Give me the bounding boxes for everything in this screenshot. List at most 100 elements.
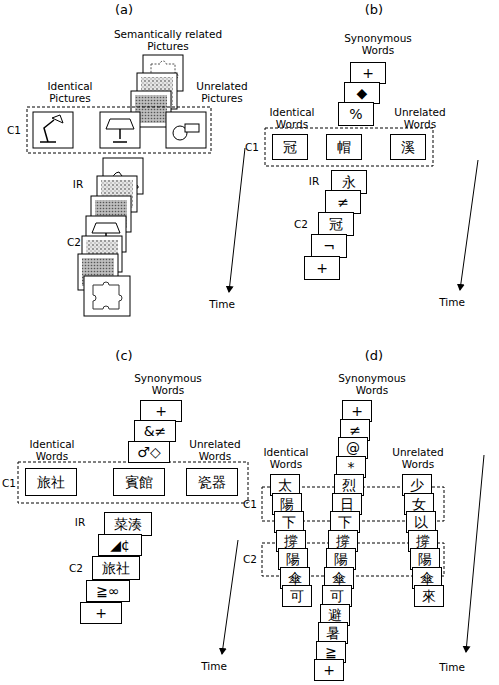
figure-label: Synonymous Words [343, 32, 413, 56]
stimulus-text: 可 [290, 588, 304, 604]
stimulus-text: 下 [338, 514, 352, 530]
condition-frame [265, 128, 433, 166]
stimulus-text: 傘 [288, 570, 302, 586]
time-arrow [229, 148, 245, 292]
picture-card [166, 112, 206, 148]
stimulus-text: + [316, 260, 328, 276]
stimulus-card: + [80, 602, 122, 624]
figure-label: IR [68, 178, 88, 190]
desk-lamp-drawing [52, 115, 63, 123]
figure-label: Unrelated Words [185, 438, 245, 462]
figure-label: IR [70, 516, 90, 528]
figure-label: Unrelated Pictures [192, 80, 252, 104]
table-lamp-drawing [106, 119, 134, 129]
stimulus-text: 賓館 [125, 474, 153, 490]
figure-label: Unrelated Words [390, 106, 450, 130]
condition-frame [27, 107, 211, 153]
picture-card [84, 276, 130, 316]
stimulus-text: 撐 [284, 533, 298, 549]
figure-label: Identical Words [256, 446, 316, 470]
figure-label: Time [432, 296, 472, 308]
stimulus-text: 來 [422, 588, 436, 604]
stimulus-text: 日 [340, 496, 354, 512]
stimulus-text: @ [346, 440, 360, 456]
stimulus-card: 可 [282, 585, 312, 607]
stimulus-card: 溪 [390, 134, 426, 160]
stimulus-text: 菜湊 [114, 516, 142, 532]
stimulus-text: 烈 [342, 477, 356, 493]
stimulus-text: + [95, 605, 107, 621]
stimulus-card: 菜湊 [104, 512, 152, 536]
stimulus-text: * [348, 459, 355, 475]
stimulus-text: 帽 [337, 139, 351, 155]
stimulus-card: ◢¢ [98, 534, 142, 556]
stimulus-card: &≠ [134, 420, 176, 442]
stimulus-card: 旅社 [25, 468, 77, 496]
figure-label: IR [304, 175, 324, 187]
stimulus-text: + [351, 403, 363, 419]
stimulus-text: + [155, 403, 167, 419]
figure-label: C2 [64, 236, 84, 248]
stimulus-text: 可 [330, 588, 344, 604]
picture-card [100, 112, 140, 148]
figure-label: (c) [109, 348, 139, 363]
stimulus-text: 女 [412, 496, 426, 512]
figure-label: (a) [109, 2, 139, 17]
stimulus-text: ◢¢ [110, 537, 130, 553]
stimulus-card: ≠ [325, 190, 361, 214]
stimulus-card: 來 [414, 585, 444, 607]
puzzle-drawing [93, 282, 122, 309]
figure-label: C1 [4, 124, 24, 136]
stimulus-card: + [350, 62, 386, 84]
stimulus-card: + [304, 256, 340, 280]
figure-label: Synonymous Words [133, 372, 203, 396]
stimulus-text: 陽 [334, 551, 348, 567]
stimulus-text: ≠ [349, 422, 361, 438]
stimulus-text: 撐 [416, 533, 430, 549]
figure-label: C2 [240, 553, 260, 565]
stimulus-text: 陽 [418, 551, 432, 567]
stimulus-text: ¬ [323, 238, 335, 254]
stimulus-text: 冠 [329, 216, 343, 232]
stimulus-text: &≠ [144, 423, 167, 439]
stimulus-text: 冠 [283, 139, 297, 155]
stimulus-text: 旅社 [102, 560, 130, 576]
stimulus-text: + [323, 662, 335, 678]
stimulus-text: 傘 [420, 570, 434, 586]
stimulus-text: ≧∞ [96, 583, 119, 599]
stimulus-text: ≧ [325, 644, 337, 660]
figure-label: Time [432, 661, 472, 673]
stimulus-card: 冠 [272, 134, 308, 160]
stimulus-card: + [314, 659, 344, 681]
stimulus-card: ¬ [311, 234, 347, 258]
stimulus-text: + [362, 65, 374, 81]
stimulus-text: 避 [328, 607, 342, 623]
stimulus-card: 賓館 [113, 468, 165, 496]
desk-lamp-drawing [40, 120, 56, 142]
stimulus-text: ≠ [337, 194, 349, 210]
stimulus-text: 少 [410, 477, 424, 493]
figure-label: Synonymous Words [337, 372, 407, 396]
stimulus-text: 永 [342, 174, 356, 190]
stimulus-card: 冠 [318, 212, 354, 236]
condition-frame [18, 462, 248, 503]
stimulus-text: ♂◇ [137, 444, 160, 460]
stimulus-text: 旅社 [37, 474, 65, 490]
stimulus-text: 暑 [326, 625, 340, 641]
stimulus-text: 溪 [401, 139, 415, 155]
time-arrow [466, 455, 484, 652]
whistle-drawing [185, 124, 199, 132]
figure-label: Semantically related Pictures [113, 28, 223, 52]
figure-label: C1 [0, 477, 19, 489]
stimulus-card: % [338, 102, 374, 126]
time-arrow [222, 540, 238, 654]
stimulus-card: 瓷器 [186, 468, 238, 496]
stimulus-text: 傘 [332, 570, 346, 586]
stimulus-card: + [140, 400, 182, 422]
table-lamp-drawing [92, 223, 120, 233]
stimulus-text: ◆ [357, 85, 368, 101]
stimulus-text: 下 [282, 514, 296, 530]
stimulus-card: ≧∞ [86, 580, 130, 602]
stimulus-text: 陽 [286, 551, 300, 567]
